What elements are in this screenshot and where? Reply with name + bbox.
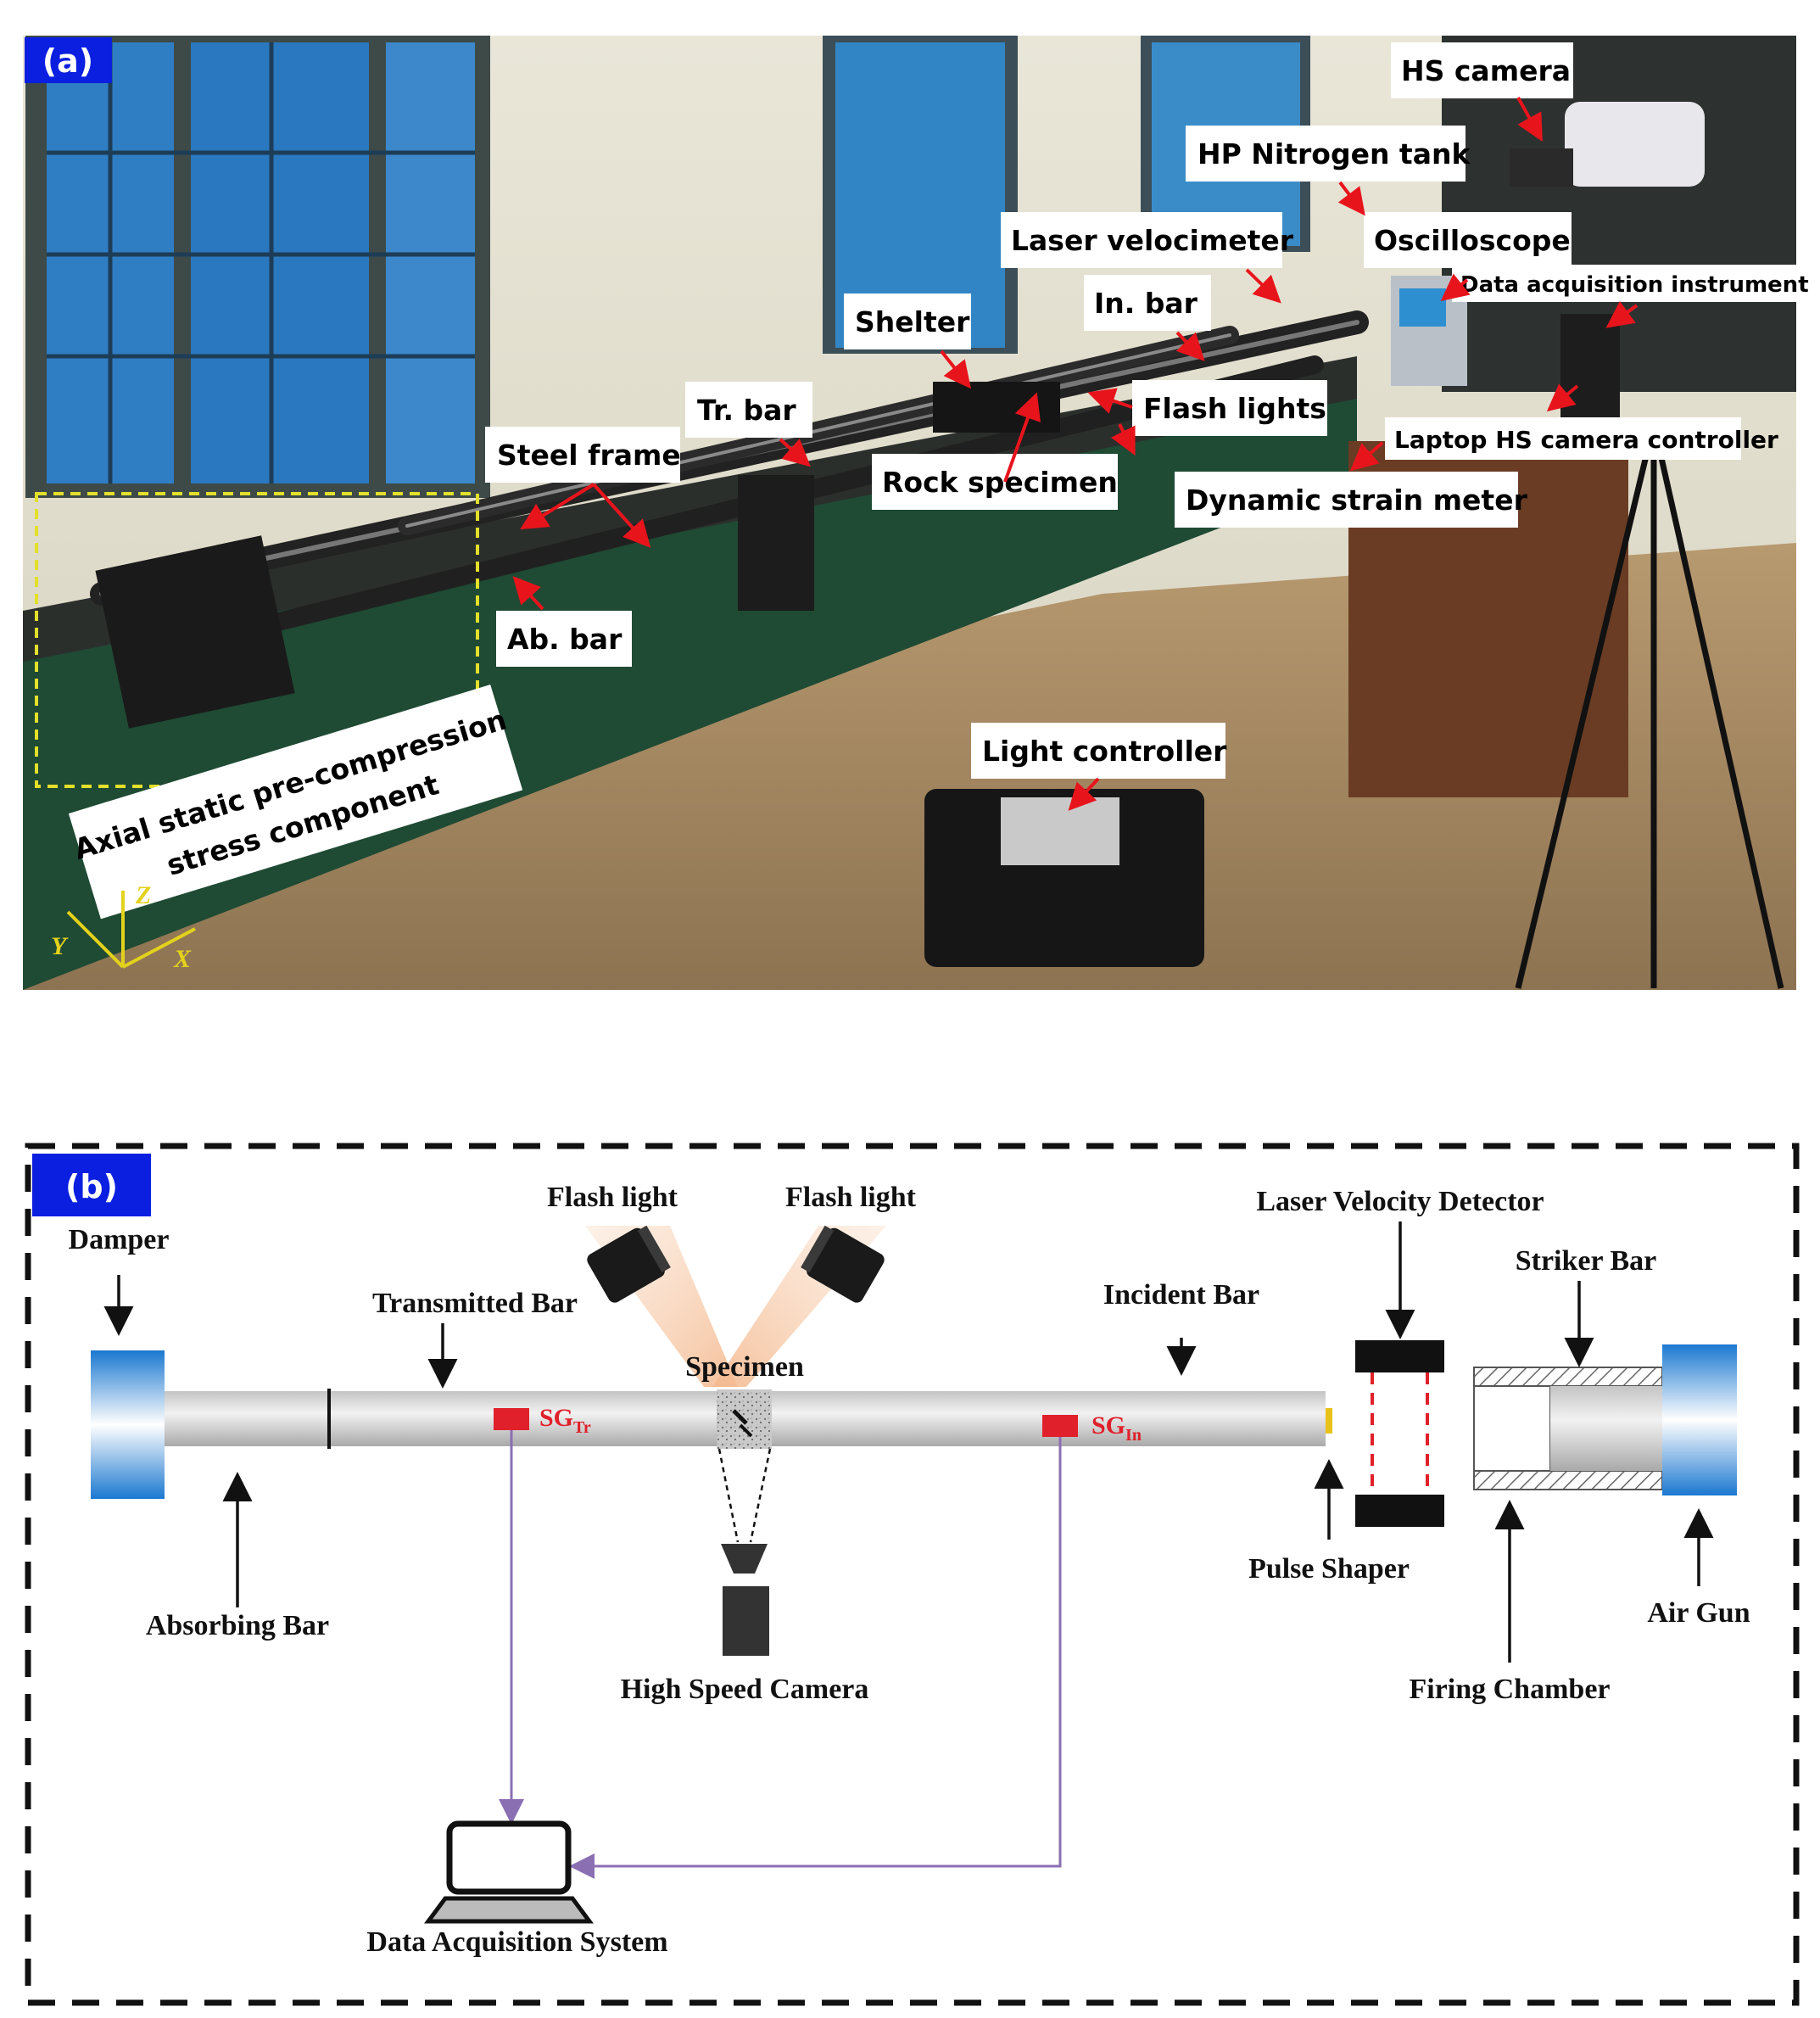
flash-light-right-label: Flash light xyxy=(785,1182,917,1213)
pulse-shaper-label: Pulse Shaper xyxy=(1248,1553,1410,1585)
steel-support xyxy=(738,475,814,611)
pre-compression-frame xyxy=(95,535,295,729)
flash-light-left-icon xyxy=(587,1225,671,1303)
striker-bar-block xyxy=(1550,1386,1662,1471)
panel-b-tag: (b) xyxy=(65,1168,118,1205)
in-bar-label: In. bar xyxy=(1094,287,1198,320)
shelter-label: Shelter xyxy=(855,305,970,338)
incident-bar-label: Incident Bar xyxy=(1103,1279,1259,1311)
high-speed-camera-body xyxy=(723,1586,769,1656)
hs-camera-label: HS camera xyxy=(1401,54,1571,87)
air-gun-label: Air Gun xyxy=(1647,1597,1750,1629)
laptop-controller-label: Laptop HS camera controller xyxy=(1394,426,1778,454)
panel-a-tag-bg xyxy=(25,37,112,83)
flash-light-right-icon xyxy=(801,1225,885,1303)
tripod xyxy=(1515,423,1784,989)
air-gun-block xyxy=(1662,1344,1737,1495)
xyz-axes xyxy=(66,891,196,969)
sg-tr-main: SG xyxy=(539,1404,573,1432)
shelter-box xyxy=(933,382,1060,433)
panel-b-frame xyxy=(25,1143,1800,2006)
camera-lens xyxy=(721,1544,768,1574)
strain-gauge-transmitted xyxy=(494,1408,529,1430)
dynamic-strain-meter-label: Dynamic strain meter xyxy=(1186,484,1528,517)
sg-in-main: SG xyxy=(1091,1411,1125,1439)
light-controller-device xyxy=(1001,797,1119,865)
rock-specimen-label: Rock specimen xyxy=(882,466,1118,499)
high-speed-camera-label: High Speed Camera xyxy=(621,1674,869,1705)
hp-nitrogen-tank-label: HP Nitrogen tank xyxy=(1198,137,1471,170)
panel-b-tag-bg xyxy=(32,1154,151,1216)
laser-velocity-detector-label: Laser Velocity Detector xyxy=(1256,1186,1544,1217)
laser-velocimeter-label: Laser velocimeter xyxy=(1011,224,1294,257)
oscilloscope-label: Oscilloscope xyxy=(1374,224,1571,257)
svg-text:SGIn: SGIn xyxy=(1091,1411,1142,1445)
strain-gauge-incident xyxy=(1042,1415,1078,1437)
ab-bar-label: Ab. bar xyxy=(507,623,622,656)
damper-label: Damper xyxy=(69,1224,170,1255)
steel-frame-label: Steel frame xyxy=(497,439,681,472)
specimen-label: Specimen xyxy=(685,1351,804,1383)
axial-label-box xyxy=(68,685,523,920)
transmitted-bar-label: Transmitted Bar xyxy=(372,1288,578,1319)
damper-block xyxy=(91,1350,165,1499)
light-controller-case xyxy=(924,789,1204,967)
absorbing-bar-label: Absorbing Bar xyxy=(146,1610,329,1641)
light-controller-label: Light controller xyxy=(982,735,1227,768)
laser-detector-bottom xyxy=(1355,1495,1444,1527)
laptop-icon xyxy=(424,1820,594,1924)
sg-in-sub: In xyxy=(1125,1426,1142,1445)
laser-detector-top xyxy=(1355,1340,1444,1372)
axis-x-label: X xyxy=(173,945,192,973)
panel-a-arrows xyxy=(512,97,1639,811)
pulse-shaper-block xyxy=(1326,1408,1332,1434)
flash-lights-label: Flash lights xyxy=(1143,392,1326,425)
striker-bar-label: Striker Bar xyxy=(1516,1245,1657,1277)
data-acquisition-instrument-label: Data acquisition instrument xyxy=(1460,272,1809,298)
laptop xyxy=(1560,314,1620,424)
tr-bar-label: Tr. bar xyxy=(697,394,796,427)
wire-incident xyxy=(569,1437,1062,1879)
panel-a-tag: (a) xyxy=(42,42,93,80)
firing-chamber-label: Firing Chamber xyxy=(1409,1674,1610,1705)
hs-camera-label-box xyxy=(1391,42,1573,98)
sg-tr-sub: Tr xyxy=(573,1418,591,1437)
hs-camera-body xyxy=(1565,102,1705,187)
firing-chamber-bottom xyxy=(1473,1470,1663,1490)
flash-light-left-label: Flash light xyxy=(547,1182,678,1213)
data-acquisition-system-label: Data Acquisition System xyxy=(366,1926,667,1958)
axis-z-label: Z xyxy=(135,881,151,909)
firing-chamber-top xyxy=(1473,1367,1663,1387)
panel-b-arrows xyxy=(103,1221,1714,1663)
axis-y-label: Y xyxy=(51,932,69,960)
svg-text:SGTr: SGTr xyxy=(539,1404,591,1437)
